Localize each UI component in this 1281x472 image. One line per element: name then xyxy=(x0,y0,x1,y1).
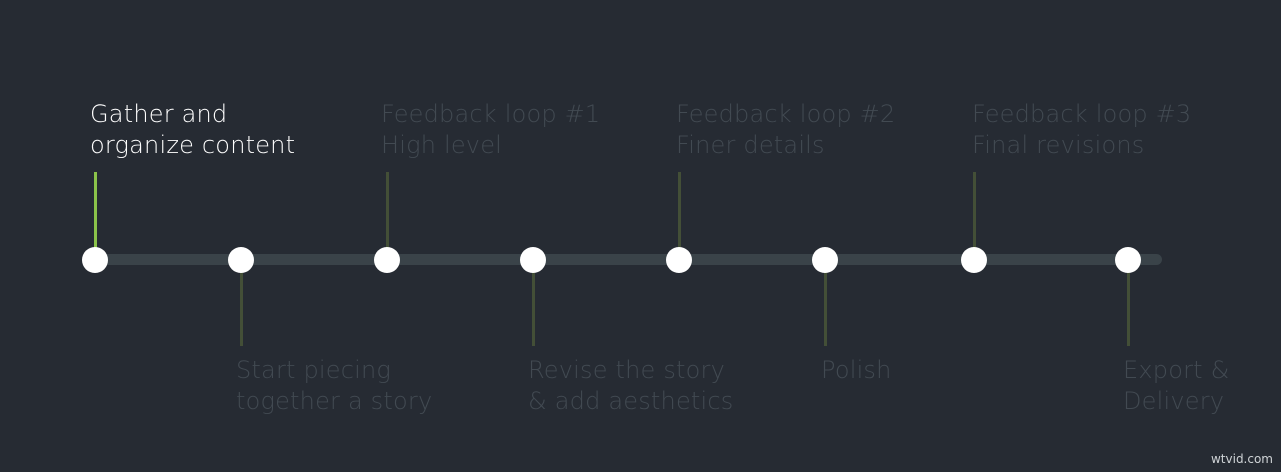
step-3-node[interactable] xyxy=(374,247,400,273)
step-7-node[interactable] xyxy=(961,247,987,273)
step-7-connector xyxy=(973,172,976,252)
step-7-label: Feedback loop #3 Final revisions xyxy=(972,99,1191,161)
step-1-label-line1: Gather and xyxy=(90,100,228,128)
step-1-label-line2: organize content xyxy=(90,131,296,159)
step-4-label-line2: & add aesthetics xyxy=(528,387,734,415)
step-2-connector xyxy=(240,268,243,346)
step-5-connector xyxy=(678,172,681,252)
step-6-node[interactable] xyxy=(812,247,838,273)
step-7-label-line1: Feedback loop #3 xyxy=(972,100,1192,128)
step-3-connector xyxy=(386,172,389,252)
step-6-label: Polish xyxy=(821,355,892,386)
step-5-label-line1: Feedback loop #2 xyxy=(676,100,896,128)
step-8-label-line1: Export & xyxy=(1123,356,1230,384)
step-4-connector xyxy=(532,268,535,346)
step-4-node[interactable] xyxy=(520,247,546,273)
step-2-node[interactable] xyxy=(228,247,254,273)
step-1-node[interactable] xyxy=(82,247,108,273)
step-1-connector xyxy=(94,172,97,252)
step-5-node[interactable] xyxy=(666,247,692,273)
step-8-label: Export & Delivery xyxy=(1123,355,1230,417)
step-4-label-line1: Revise the story xyxy=(528,356,726,384)
step-8-label-line2: Delivery xyxy=(1123,387,1225,415)
step-2-label-line1: Start piecing xyxy=(236,356,392,384)
step-6-connector xyxy=(824,268,827,346)
watermark: wtvid.com xyxy=(1210,452,1273,466)
step-5-label-line2: Finer details xyxy=(676,131,825,159)
step-8-connector xyxy=(1127,268,1130,346)
step-3-label-line1: Feedback loop #1 xyxy=(381,100,601,128)
step-2-label: Start piecing together a story xyxy=(236,355,432,417)
step-6-label-line1: Polish xyxy=(821,356,892,384)
step-1-label: Gather and organize content xyxy=(90,99,295,161)
step-3-label-line2: High level xyxy=(381,131,503,159)
timeline-track xyxy=(95,254,1162,265)
step-3-label: Feedback loop #1 High level xyxy=(381,99,600,161)
step-5-label: Feedback loop #2 Finer details xyxy=(676,99,895,161)
step-8-node[interactable] xyxy=(1115,247,1141,273)
step-4-label: Revise the story & add aesthetics xyxy=(528,355,734,417)
step-2-label-line2: together a story xyxy=(236,387,433,415)
step-7-label-line2: Final revisions xyxy=(972,131,1145,159)
